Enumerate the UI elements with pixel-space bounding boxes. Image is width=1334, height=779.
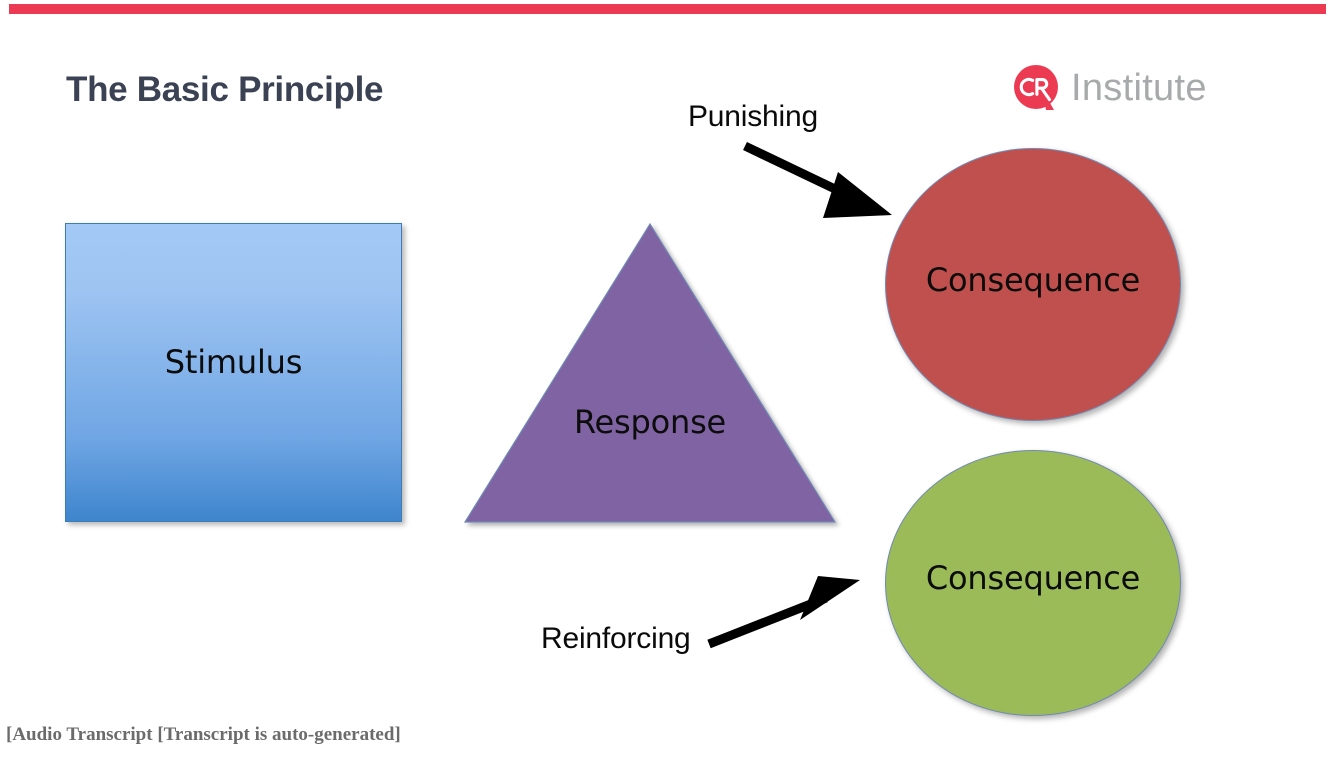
shape-label-response: Response [573, 403, 727, 441]
shape-stimulus-rectangle: Stimulus [65, 223, 402, 522]
top-accent-bar [9, 4, 1326, 14]
shape-response-triangle: Response [455, 215, 845, 535]
connector-label-punishing: Punishing [688, 100, 818, 133]
shape-label-consequence-punishing: Consequence [925, 261, 1141, 299]
cr-institute-logo: Institute [1013, 62, 1207, 114]
cr-logo-mark-icon [1013, 64, 1060, 112]
shape-consequence-punishing-ellipse: Consequence [885, 148, 1181, 421]
shape-label-stimulus: Stimulus [164, 343, 303, 381]
connector-punishing-arrow [743, 141, 892, 218]
page-title: The Basic Principle [66, 70, 384, 109]
audio-transcript-note: [Audio Transcript [Transcript is auto-ge… [6, 724, 401, 745]
logo-wordmark: Institute [1071, 67, 1207, 109]
connector-label-reinforcing: Reinforcing [541, 622, 691, 655]
connector-reinforcing-arrow [707, 576, 860, 649]
shape-label-consequence-reinforcing: Consequence [925, 559, 1141, 597]
shape-consequence-reinforcing-ellipse: Consequence [885, 450, 1181, 716]
